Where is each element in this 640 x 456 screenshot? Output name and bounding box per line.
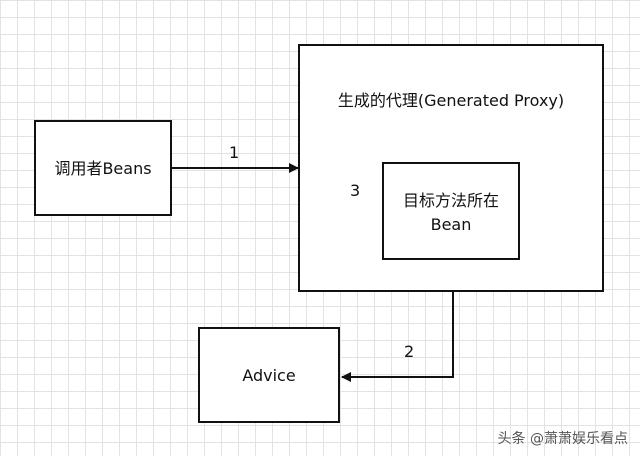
edge-1-label: 1 xyxy=(229,143,240,162)
generated-proxy-label: 生成的代理(Generated Proxy) xyxy=(337,91,565,110)
edge-2-arrow xyxy=(341,292,454,382)
advice-box: Advice xyxy=(198,327,340,423)
target-bean-box: 目标方法所在 Bean xyxy=(382,162,520,260)
watermark-text: 头条 @萧萧娱乐看点 xyxy=(497,431,628,447)
target-bean-label-line2: Bean xyxy=(430,215,472,234)
target-bean-label-line1: 目标方法所在 xyxy=(402,191,499,210)
caller-beans-label: 调用者Beans xyxy=(54,159,152,178)
edge-3-label: 3 xyxy=(350,181,361,200)
edge-2-label: 2 xyxy=(404,342,415,361)
advice-label: Advice xyxy=(242,366,296,385)
caller-beans-box: 调用者Beans xyxy=(34,120,172,216)
